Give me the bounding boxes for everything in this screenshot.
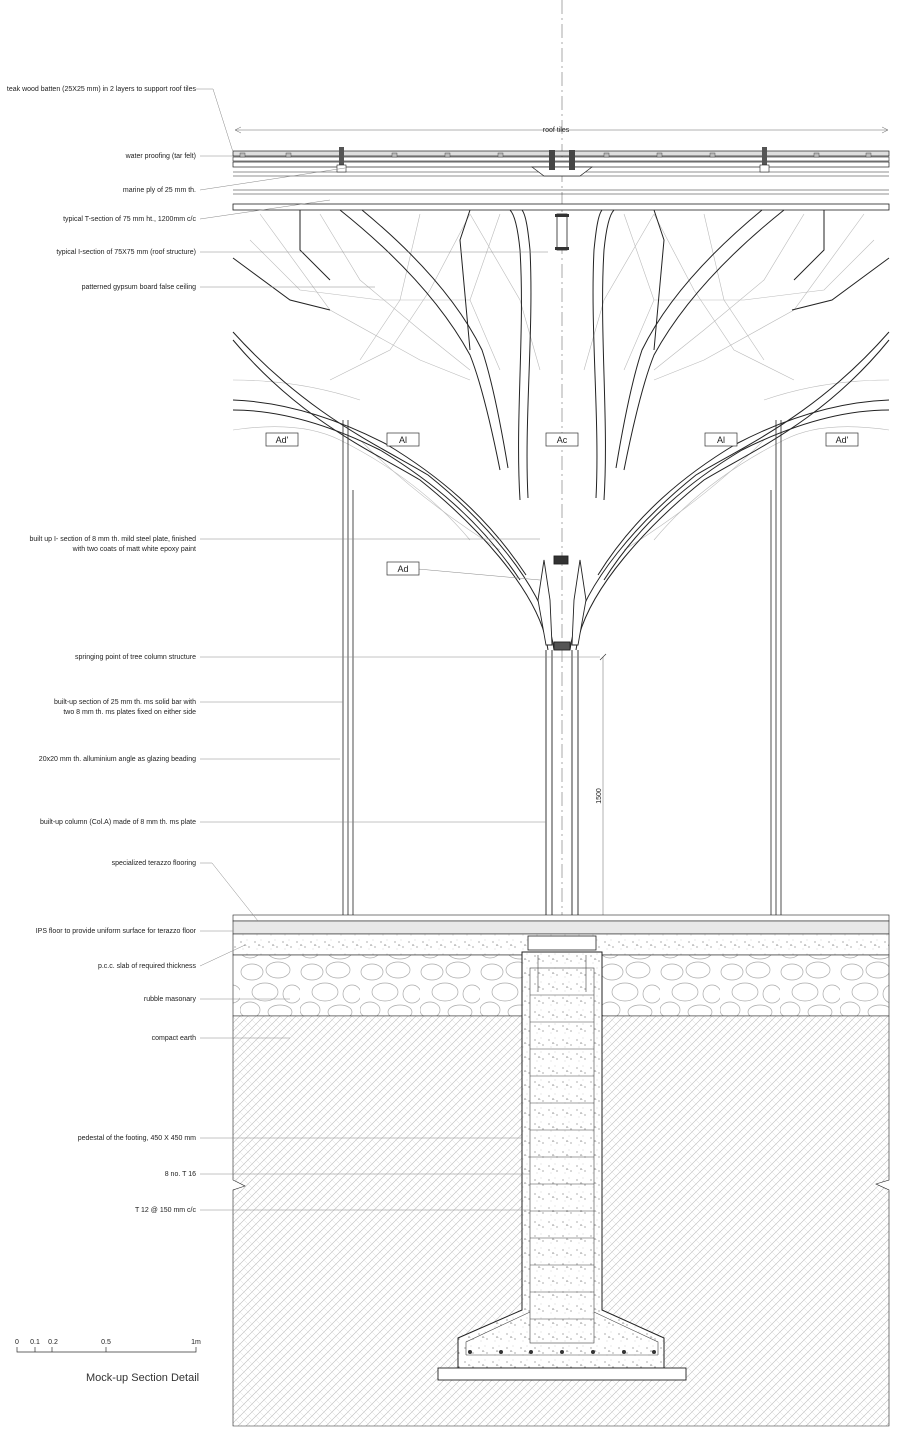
tag-ad-prime-left: Ad' (276, 435, 289, 445)
label-teak-batten: teak wood batten (25X25 mm) in 2 layers … (7, 86, 197, 93)
label-t-section: typical T-section of 75 mm ht., 1200mm c… (63, 216, 196, 223)
ceiling-structure (232, 213, 890, 551)
scale-tick-3: 0.5 (101, 1339, 111, 1346)
glazing-frames (342, 420, 782, 918)
tag-al-left: Al (399, 435, 407, 445)
annotations: teak wood batten (25X25 mm) in 2 layers … (7, 86, 197, 1214)
label-built-up-i-line2: with two coats of matt white epoxy paint (72, 546, 196, 553)
label-pcc: p.c.c. slab of required thickness (98, 963, 197, 970)
label-glazing: 20x20 mm th. alluminium angle as glazing… (39, 756, 196, 763)
label-column: built-up column (Col.A) made of 8 mm th.… (40, 819, 196, 826)
roof-assembly (232, 126, 890, 251)
label-solid-bar-line1: built-up section of 25 mm th. ms solid b… (54, 699, 196, 706)
tree-column (232, 209, 890, 651)
tag-ad: Ad (397, 564, 408, 574)
label-earth: compact earth (152, 1035, 196, 1042)
dimension-line: 1500 (596, 653, 607, 930)
label-rubble: rubble masonary (144, 996, 197, 1003)
label-springing: springing point of tree column structure (75, 654, 196, 661)
column-capital (537, 555, 587, 651)
column-shaft (545, 650, 579, 935)
tag-ac: Ac (557, 435, 568, 445)
leader-lines (196, 88, 600, 1211)
label-built-up-i-line1: built up I- section of 8 mm th. mild ste… (29, 536, 196, 543)
label-marine-ply: marine ply of 25 mm th. (123, 187, 196, 194)
tag-al-right: Al (717, 435, 725, 445)
label-pedestal: pedestal of the footing, 450 X 450 mm (78, 1135, 196, 1142)
label-water-proofing: water proofing (tar felt) (125, 153, 196, 160)
dimension-value: 1500 (596, 788, 603, 804)
footing (437, 951, 687, 1381)
scale-tick-2: 0.2 (48, 1339, 58, 1346)
drawing-title: Mock-up Section Detail (86, 1372, 199, 1384)
roof-tiles-label: roof tiles (543, 127, 570, 134)
scale-tick-1: 0.1 (30, 1339, 40, 1346)
scale-tick-4: 1m (191, 1339, 201, 1346)
label-false-ceiling: patterned gypsum board false ceiling (82, 284, 197, 291)
label-rebar-t12: T 12 @ 150 mm c/c (135, 1207, 197, 1214)
section-tags: Ad' Al Ac Al Ad' Ad (265, 432, 859, 576)
tag-ad-prime-right: Ad' (836, 435, 849, 445)
label-terazzo: specialized terazzo flooring (112, 860, 197, 867)
scale-tick-0: 0 (15, 1339, 19, 1346)
label-rebar-t16: 8 no. T 16 (165, 1171, 196, 1178)
label-solid-bar-line2: two 8 mm th. ms plates fixed on either s… (63, 709, 196, 716)
scale-bar: 0 0.1 0.2 0.5 1m (15, 1339, 201, 1353)
label-i-section: typical I-section of 75X75 mm (roof stru… (56, 249, 196, 256)
label-ips: IPS floor to provide uniform surface for… (36, 928, 197, 935)
